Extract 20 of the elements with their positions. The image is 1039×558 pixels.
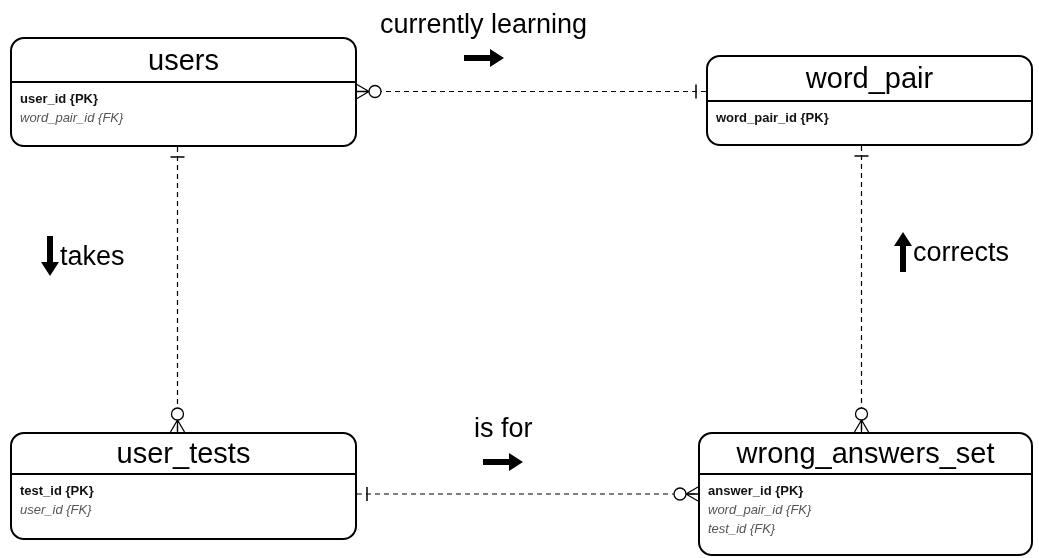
entity-name: wrong_answers_set [736,439,995,468]
entity-name: user_tests [116,439,251,468]
attribute-text: test_id {FK} [708,521,776,537]
relationship-line [356,486,699,502]
relationship-line [169,146,186,433]
entity-box [10,432,357,540]
attribute-text: answer_id {PK} [708,483,804,499]
attribute-text: user_id {PK} [20,91,99,107]
entity-name: word_pair [805,64,934,93]
attribute-text: word_pair_id {FK} [708,502,812,518]
attribute-text: word_pair_id {FK} [20,110,124,126]
entity-box [10,37,357,147]
attribute-text: word_pair_id {PK} [716,110,829,126]
attribute-text: test_id {PK} [20,483,94,499]
attribute-text: user_id {FK} [20,502,92,518]
relationship-line [853,145,870,433]
entity-box [698,432,1033,556]
relationship-line [356,83,707,100]
entity-name: users [148,45,219,75]
entity-box [706,55,1033,146]
